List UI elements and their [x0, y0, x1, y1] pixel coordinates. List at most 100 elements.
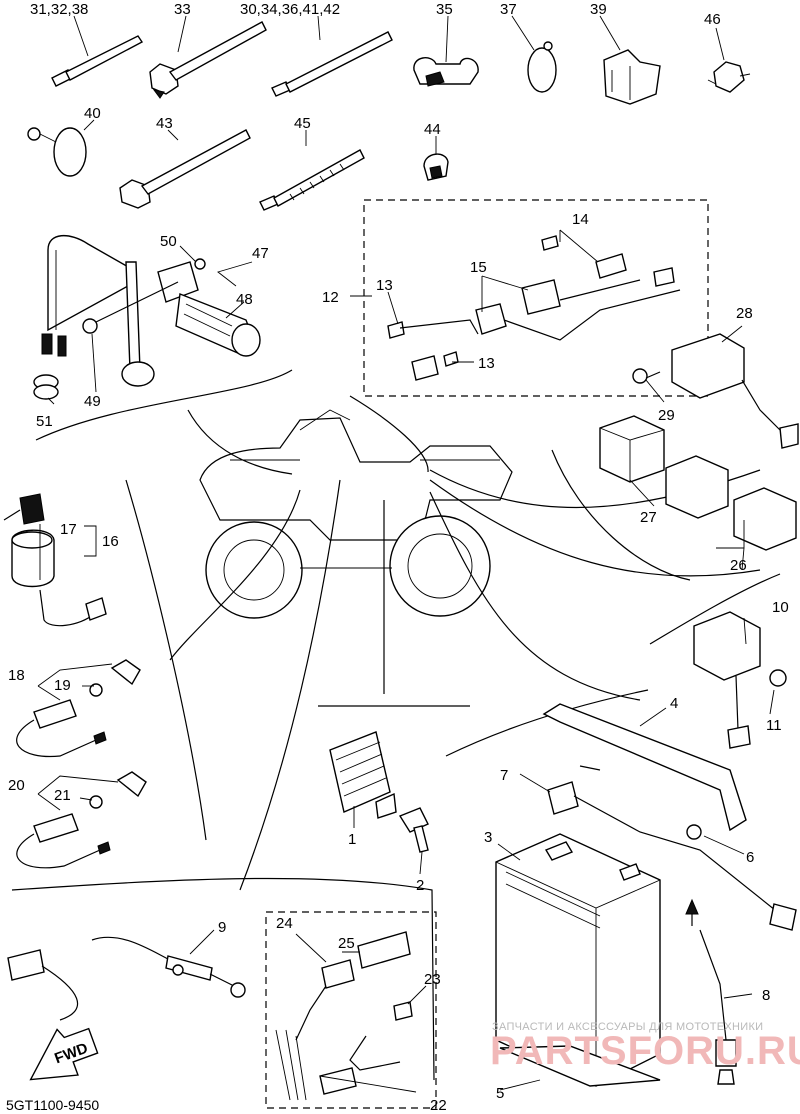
callout-48: 48 — [236, 291, 253, 308]
cable-tie-43 — [119, 129, 251, 209]
callout-8: 8 — [762, 987, 770, 1004]
callout-18: 18 — [8, 667, 25, 684]
cable-tie-45 — [259, 149, 365, 211]
callout-labels: 1 2 3 4 5 6 7 8 9 10 11 12 13 13 14 15 1… — [8, 1, 789, 1114]
leader-26 — [429, 479, 761, 577]
watermark-tagline: ЗАПЧАСТИ И АКСЕССУАРЫ ДЛЯ МОТОТЕХНИКИ — [492, 1021, 763, 1033]
callout-20: 20 — [8, 777, 25, 794]
callout-10: 10 — [772, 599, 789, 616]
callout-5: 5 — [496, 1085, 504, 1102]
callout-40: 40 — [84, 105, 101, 122]
watermark-brand: PARTSFORU.RU — [490, 1029, 800, 1073]
callout-49: 49 — [84, 393, 101, 410]
leader-box12 — [349, 395, 429, 473]
bracket-27-26 — [551, 449, 691, 581]
callout-46: 46 — [704, 11, 721, 28]
callout-15: 15 — [470, 259, 487, 276]
callout-47: 47 — [252, 245, 269, 262]
callout-24: 24 — [276, 915, 293, 932]
wire-band-37 — [527, 41, 557, 93]
callout-39: 39 — [590, 1, 607, 18]
callout-30-34-36-41-42: 30,34,36,41,42 — [240, 1, 340, 18]
callout-23: 23 — [424, 971, 441, 988]
battery-sheet-5 — [499, 1045, 661, 1087]
callout-28: 28 — [736, 305, 753, 322]
screw-29 — [632, 368, 661, 384]
clip-46 — [707, 61, 751, 93]
coupler-group-18 — [16, 659, 141, 758]
leader-9 — [239, 479, 341, 891]
relay-27 — [599, 415, 665, 483]
handlebar-assembly — [41, 235, 261, 387]
callout-13a: 13 — [376, 277, 393, 294]
callout-1: 1 — [348, 831, 356, 848]
box-12-dashed — [363, 199, 709, 397]
main-switch-16 — [3, 493, 107, 627]
callout-45: 45 — [294, 115, 311, 132]
grommet-51 — [33, 374, 59, 400]
battery-cable-7 — [547, 765, 797, 931]
callout-26: 26 — [730, 557, 747, 574]
callout-19: 19 — [54, 677, 71, 694]
clamp-44 — [423, 153, 449, 181]
callout-6: 6 — [746, 849, 754, 866]
callout-3: 3 — [484, 829, 492, 846]
coupler-group-20 — [16, 771, 147, 869]
callout-9: 9 — [218, 919, 226, 936]
callout-7: 7 — [500, 767, 508, 784]
battery-negative-cable-8 — [699, 929, 737, 1085]
fwd-arrow-icon: FWD — [29, 1027, 99, 1081]
callout-50: 50 — [160, 233, 177, 250]
atv-illustration — [199, 409, 513, 619]
battery-band-4 — [542, 703, 747, 832]
callout-13b: 13 — [478, 355, 495, 372]
callout-22: 22 — [430, 1097, 447, 1114]
document-code: 5GT1100-9450 — [6, 1097, 99, 1113]
handlebar-group-bracket — [35, 369, 293, 441]
callout-21: 21 — [54, 787, 71, 804]
ignitor-unit-28 — [671, 333, 799, 449]
bracket-10-11 — [649, 573, 781, 645]
clamp-39 — [603, 49, 661, 105]
cable-tie-33 — [149, 21, 267, 99]
callout-12: 12 — [322, 289, 339, 306]
cushion-6 — [686, 824, 702, 840]
callout-37: 37 — [500, 1, 517, 18]
callout-27: 27 — [640, 509, 657, 526]
callout-16: 16 — [102, 533, 119, 550]
callout-33: 33 — [174, 1, 191, 18]
callout-43: 43 — [156, 115, 173, 132]
callout-leaders — [37, 15, 775, 1093]
callout-4: 4 — [670, 695, 678, 712]
watermark: ЗАПЧАСТИ И АКСЕССУАРЫ ДЛЯ МОТОТЕХНИКИ PA… — [490, 1021, 800, 1073]
battery-3 — [495, 833, 661, 1087]
wire-band-40 — [27, 127, 87, 177]
callout-29: 29 — [658, 407, 675, 424]
cable-tie-31-32-38 — [51, 35, 144, 87]
relay-26 — [665, 455, 797, 551]
left-group-bracket — [125, 479, 207, 841]
cable-tie-30-34-36-41-42 — [271, 31, 393, 97]
relay-group-12 — [387, 235, 681, 381]
leader-18 — [169, 489, 301, 661]
callout-44: 44 — [424, 121, 441, 138]
callout-14: 14 — [572, 211, 589, 228]
wire-lead-9 — [7, 936, 246, 1021]
leader-handlebar — [187, 409, 293, 475]
bolt-11 — [769, 669, 787, 687]
bolt-2 — [398, 807, 429, 853]
leader-10 — [429, 491, 641, 701]
bracket-9-group — [11, 877, 435, 1081]
arrow-head-8 — [685, 898, 699, 915]
callout-2: 2 — [416, 877, 424, 894]
relay-10 — [693, 611, 761, 749]
callout-51: 51 — [36, 413, 53, 430]
box-22-dashed — [265, 911, 437, 1109]
rectifier-regulator-1 — [329, 731, 397, 819]
callout-31-32-38: 31,32,38 — [30, 1, 88, 18]
callout-17: 17 — [60, 521, 77, 538]
harness-group-22 — [275, 931, 413, 1101]
clamp-35 — [413, 57, 479, 87]
